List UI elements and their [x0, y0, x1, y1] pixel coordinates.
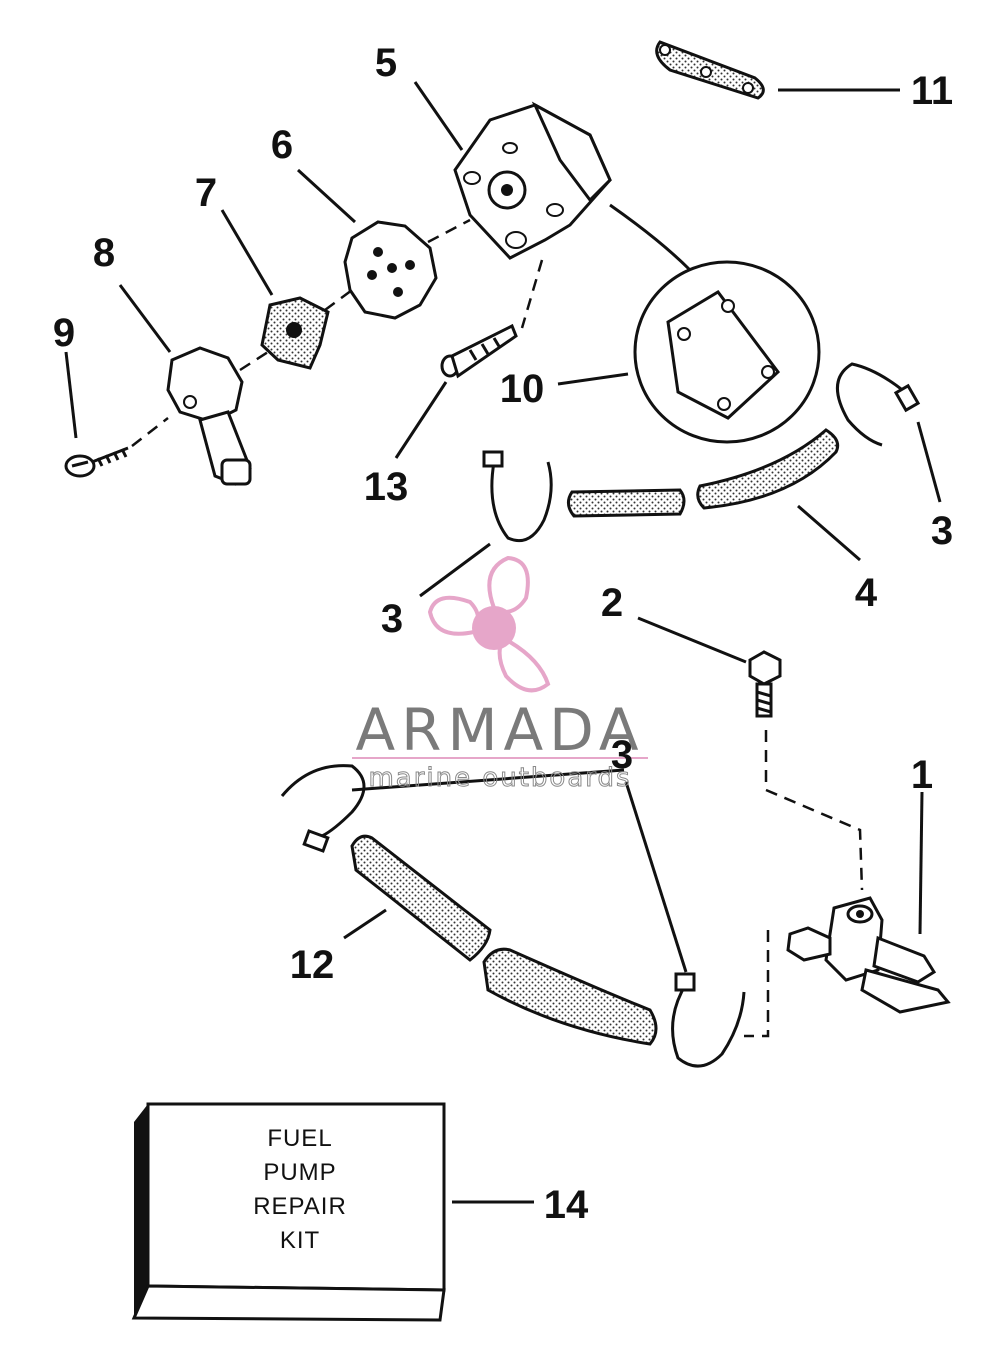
callout-9: 9 [53, 311, 75, 355]
callout-14: 14 [544, 1183, 589, 1227]
callout-8: 8 [93, 231, 115, 275]
part-4-hose [567, 428, 861, 562]
watermark-propeller-logo [427, 555, 551, 693]
part-3-clamp-right [835, 362, 942, 503]
part-3-clamp-lower-right [624, 781, 746, 1068]
kit-label-line2: PUMP [263, 1159, 336, 1186]
callout-12: 12 [290, 943, 335, 987]
callout-11: 11 [911, 69, 953, 113]
callout-3-middle: 3 [381, 597, 403, 641]
part-2-bolt [637, 616, 864, 891]
callout-3-lower: 3 [611, 733, 633, 777]
part-11-gasket-plate [655, 40, 900, 100]
part-3-clamp-lower-left [280, 764, 625, 853]
part-1-fuel-fitting [744, 791, 951, 1038]
callout-6: 6 [271, 123, 293, 167]
part-12-hose [343, 834, 658, 1046]
part-3-clamp-middle [419, 450, 553, 598]
part-9-screw [64, 351, 169, 478]
callout-10: 10 [500, 367, 545, 411]
kit-label-line3: REPAIR [253, 1193, 347, 1220]
callout-13: 13 [364, 465, 409, 509]
callout-2: 2 [601, 581, 623, 625]
part-8-cover [118, 284, 269, 486]
callout-7: 7 [195, 171, 217, 215]
part-7-gasket [220, 209, 353, 370]
watermark-tagline: marine outboards [368, 763, 631, 793]
callout-3-right: 3 [931, 509, 953, 553]
callout-4: 4 [855, 571, 878, 615]
kit-label-line1: FUEL [267, 1125, 332, 1152]
part-5-pump-body [413, 81, 612, 260]
callout-5: 5 [375, 41, 397, 85]
part-13-screw [394, 259, 544, 459]
part-10-mount-disk [557, 203, 821, 444]
callout-1: 1 [911, 753, 933, 797]
watermark-brand: ARMADA [355, 696, 644, 764]
kit-label-line4: KIT [280, 1227, 320, 1254]
part-14-repair-kit-box [131, 1102, 534, 1322]
part-6-diaphragm [296, 168, 471, 320]
